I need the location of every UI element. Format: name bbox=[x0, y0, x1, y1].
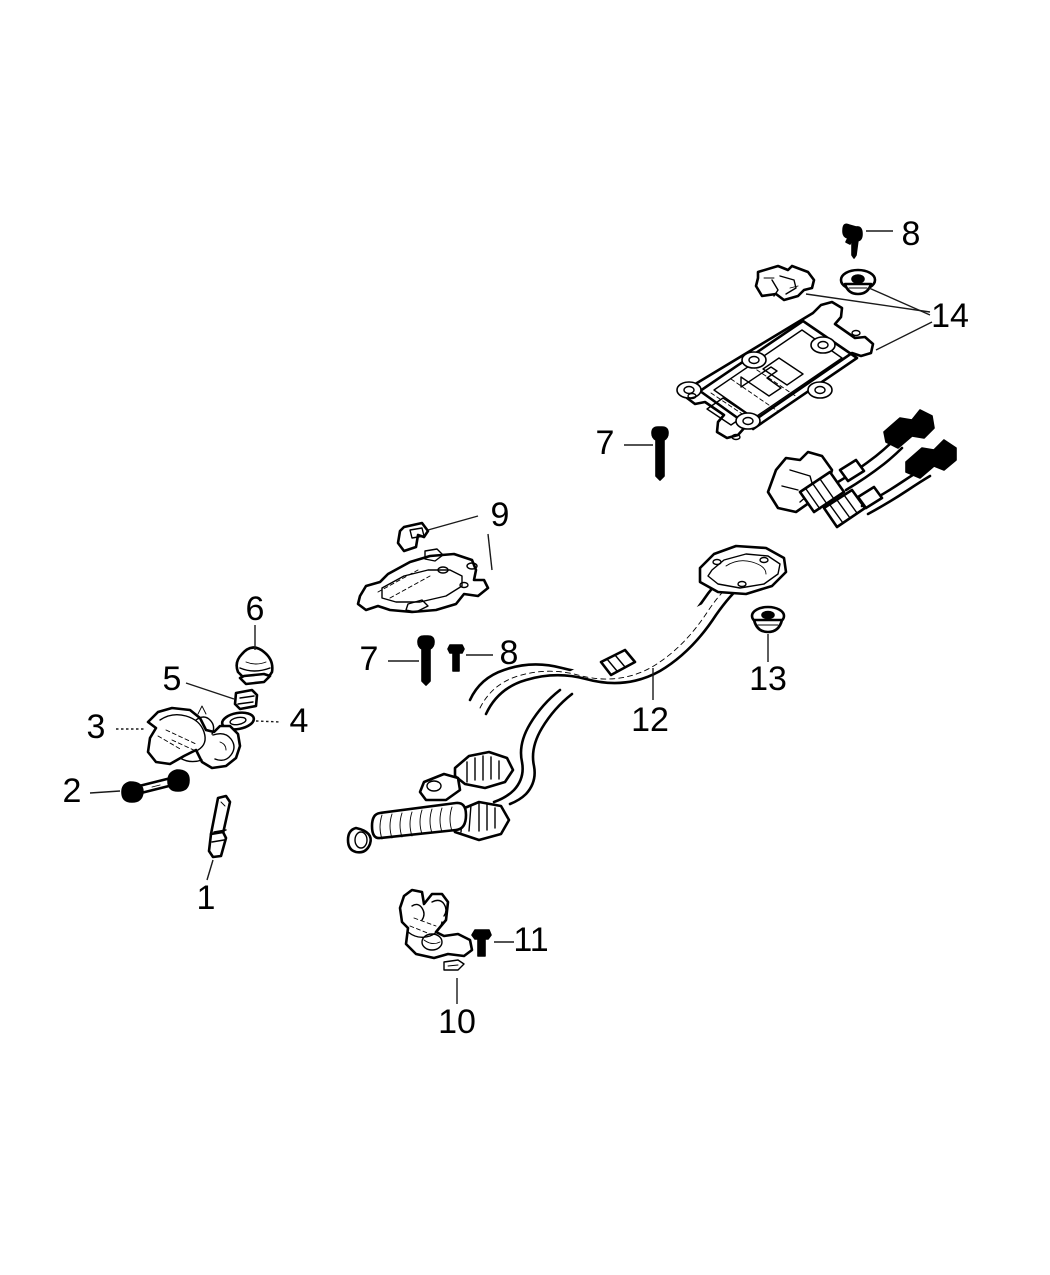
leader-9-bracket bbox=[487, 533, 493, 571]
part-13-grommet bbox=[750, 605, 786, 634]
part-5-bushing bbox=[233, 688, 259, 711]
leader-5 bbox=[185, 682, 235, 700]
leader-14 bbox=[805, 287, 933, 351]
shifter-housing bbox=[766, 450, 867, 529]
part-14-control-module-plate bbox=[676, 300, 875, 441]
part-10-cable-retainer-bracket bbox=[398, 888, 474, 971]
shifter-base-plate bbox=[698, 544, 788, 596]
part-12-gearshift-control-cable bbox=[346, 409, 957, 854]
part-1-shift-lever-pin bbox=[207, 794, 232, 859]
part-7-push-pin-lower bbox=[417, 635, 435, 686]
part-11-retainer-screw bbox=[471, 929, 492, 957]
part-7-push-pin-upper bbox=[651, 426, 669, 481]
tcm-boss-1 bbox=[741, 351, 767, 369]
callout-label-5: 5 bbox=[163, 660, 182, 698]
callout-label-7-lower: 7 bbox=[360, 640, 379, 678]
part-9-mounting-bracket bbox=[356, 548, 490, 614]
part-9-cable-clip bbox=[396, 521, 430, 553]
cable-end-fitting-a bbox=[883, 409, 935, 449]
cable-ferrule-a bbox=[838, 458, 866, 483]
tcm-boss-3 bbox=[676, 381, 702, 399]
callout-label-2: 2 bbox=[63, 772, 82, 810]
callout-label-7-upper: 7 bbox=[596, 424, 615, 462]
callout-label-14: 14 bbox=[931, 297, 969, 335]
part-6-cap-boot bbox=[235, 646, 274, 686]
callout-label-8-upper: 8 bbox=[902, 215, 921, 253]
callout-label-6: 6 bbox=[246, 590, 265, 628]
cable-bellows-boot bbox=[346, 800, 511, 854]
leader-4 bbox=[255, 720, 282, 723]
leader-1 bbox=[206, 859, 214, 881]
cable-guide-collar bbox=[599, 648, 637, 677]
cable-end-fitting-b bbox=[905, 439, 957, 479]
callout-label-13: 13 bbox=[749, 660, 787, 698]
callout-label-9: 9 bbox=[491, 496, 510, 534]
tcm-boss-4 bbox=[807, 381, 833, 399]
cable-ferrule-b bbox=[856, 485, 884, 510]
cable-terminal-upper-left bbox=[418, 750, 515, 802]
callout-label-12: 12 bbox=[631, 701, 669, 739]
callout-label-11: 11 bbox=[513, 921, 548, 959]
part-2-shift-link-rod bbox=[121, 769, 190, 803]
part-8-screw-lower bbox=[447, 644, 465, 672]
part-3-shift-lever-bracket bbox=[146, 705, 242, 770]
callout-label-1: 1 bbox=[197, 879, 216, 917]
callout-label-8-lower: 8 bbox=[500, 634, 519, 672]
tcm-boss-2 bbox=[810, 336, 836, 354]
part-8-screw-upper bbox=[842, 223, 863, 259]
leader-2 bbox=[89, 790, 121, 794]
part-14-rubber-isolator bbox=[839, 268, 877, 296]
tcm-boss-5 bbox=[735, 412, 761, 430]
callout-label-4: 4 bbox=[290, 702, 309, 740]
callout-label-10: 10 bbox=[438, 1003, 476, 1041]
leader-9-clip bbox=[427, 515, 479, 531]
callout-label-3: 3 bbox=[87, 708, 106, 746]
part-14-small-bracket bbox=[754, 264, 816, 302]
